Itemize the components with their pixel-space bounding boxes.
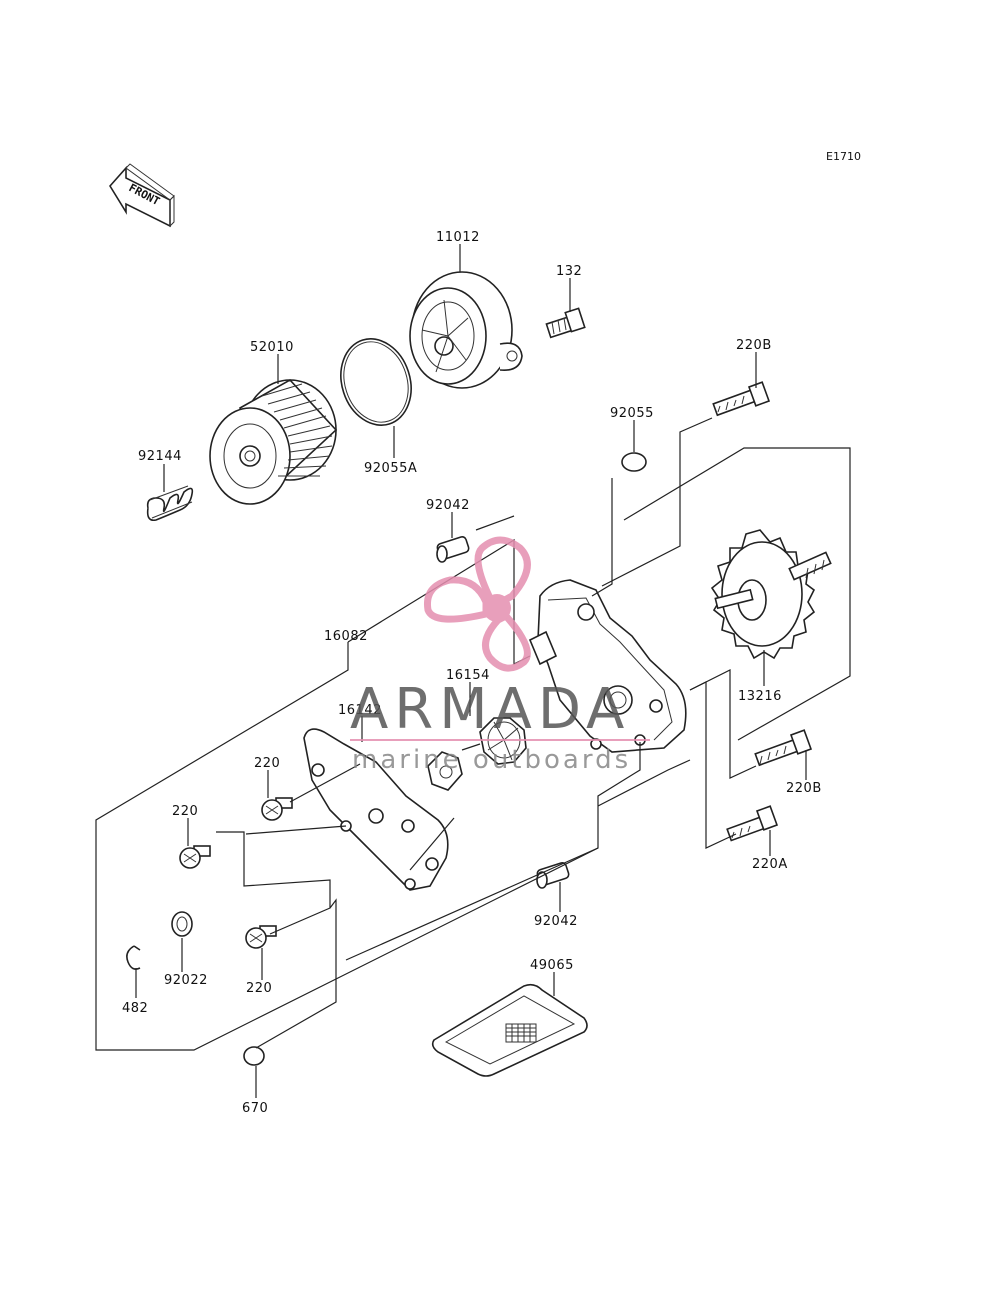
inner-rotor-16142[interactable] bbox=[427, 751, 463, 791]
label-92042-bottom: 92042 bbox=[534, 914, 578, 929]
filter-cover-11012[interactable] bbox=[409, 271, 523, 389]
armada-watermark: ARMADA marine outboards bbox=[350, 536, 650, 775]
label-132: 132 bbox=[556, 264, 582, 279]
label-92055A: 92055A bbox=[364, 461, 417, 476]
o-ring-92055A[interactable] bbox=[330, 330, 422, 435]
label-220-b: 220 bbox=[172, 804, 198, 819]
label-92055: 92055 bbox=[610, 406, 654, 421]
circlip-482[interactable] bbox=[126, 945, 141, 970]
pump-gear-shaft-13216[interactable] bbox=[710, 529, 832, 660]
leader-lines bbox=[95, 244, 851, 1098]
washer-92022[interactable] bbox=[171, 911, 193, 937]
propeller-logo-icon bbox=[423, 536, 531, 672]
label-16142: 16142 bbox=[338, 703, 382, 718]
dowel-pin-92042-bottom[interactable] bbox=[536, 861, 570, 889]
o-ring-670[interactable] bbox=[243, 1046, 265, 1066]
label-16082: 16082 bbox=[324, 629, 368, 644]
bolt-220A[interactable] bbox=[726, 805, 779, 842]
spring-92144[interactable] bbox=[146, 485, 194, 522]
screw-220-middle[interactable] bbox=[179, 845, 211, 869]
label-92022: 92022 bbox=[164, 973, 208, 988]
label-220-a: 220 bbox=[254, 756, 280, 771]
bolt-220B-right[interactable] bbox=[754, 729, 813, 767]
diagram-code: E1710 bbox=[826, 150, 861, 163]
watermark-tagline: marine outboards bbox=[352, 745, 631, 775]
front-arrow-icon: FRONT bbox=[109, 163, 175, 228]
label-52010: 52010 bbox=[250, 340, 294, 355]
label-220B-top: 220B bbox=[736, 338, 772, 353]
label-482: 482 bbox=[122, 1001, 148, 1016]
pump-body-16082[interactable] bbox=[528, 579, 687, 753]
label-670: 670 bbox=[242, 1101, 268, 1116]
label-220A: 220A bbox=[752, 857, 788, 872]
o-ring-92055[interactable] bbox=[621, 452, 647, 472]
label-16154: 16154 bbox=[446, 668, 490, 683]
label-92042-top: 92042 bbox=[426, 498, 470, 513]
bolt-220B-top[interactable] bbox=[712, 381, 771, 417]
oil-screen-49065[interactable] bbox=[431, 983, 588, 1077]
label-11012: 11012 bbox=[436, 230, 480, 245]
label-49065: 49065 bbox=[530, 958, 574, 973]
label-220-c: 220 bbox=[246, 981, 272, 996]
bolt-132[interactable] bbox=[545, 307, 586, 339]
dowel-pin-92042-top[interactable] bbox=[436, 535, 470, 563]
screw-220-lower[interactable] bbox=[245, 925, 277, 949]
watermark-brand: ARMADA bbox=[350, 677, 630, 742]
oil-filter-52010[interactable] bbox=[209, 378, 338, 505]
label-220B-right: 220B bbox=[786, 781, 822, 796]
part-number-labels: 11012 132 52010 220B 92055 92144 92055A … bbox=[122, 230, 822, 1116]
label-92144: 92144 bbox=[138, 449, 182, 464]
label-13216: 13216 bbox=[738, 689, 782, 704]
pump-cover-plate[interactable] bbox=[303, 728, 449, 891]
screw-220-upper[interactable] bbox=[261, 797, 293, 821]
